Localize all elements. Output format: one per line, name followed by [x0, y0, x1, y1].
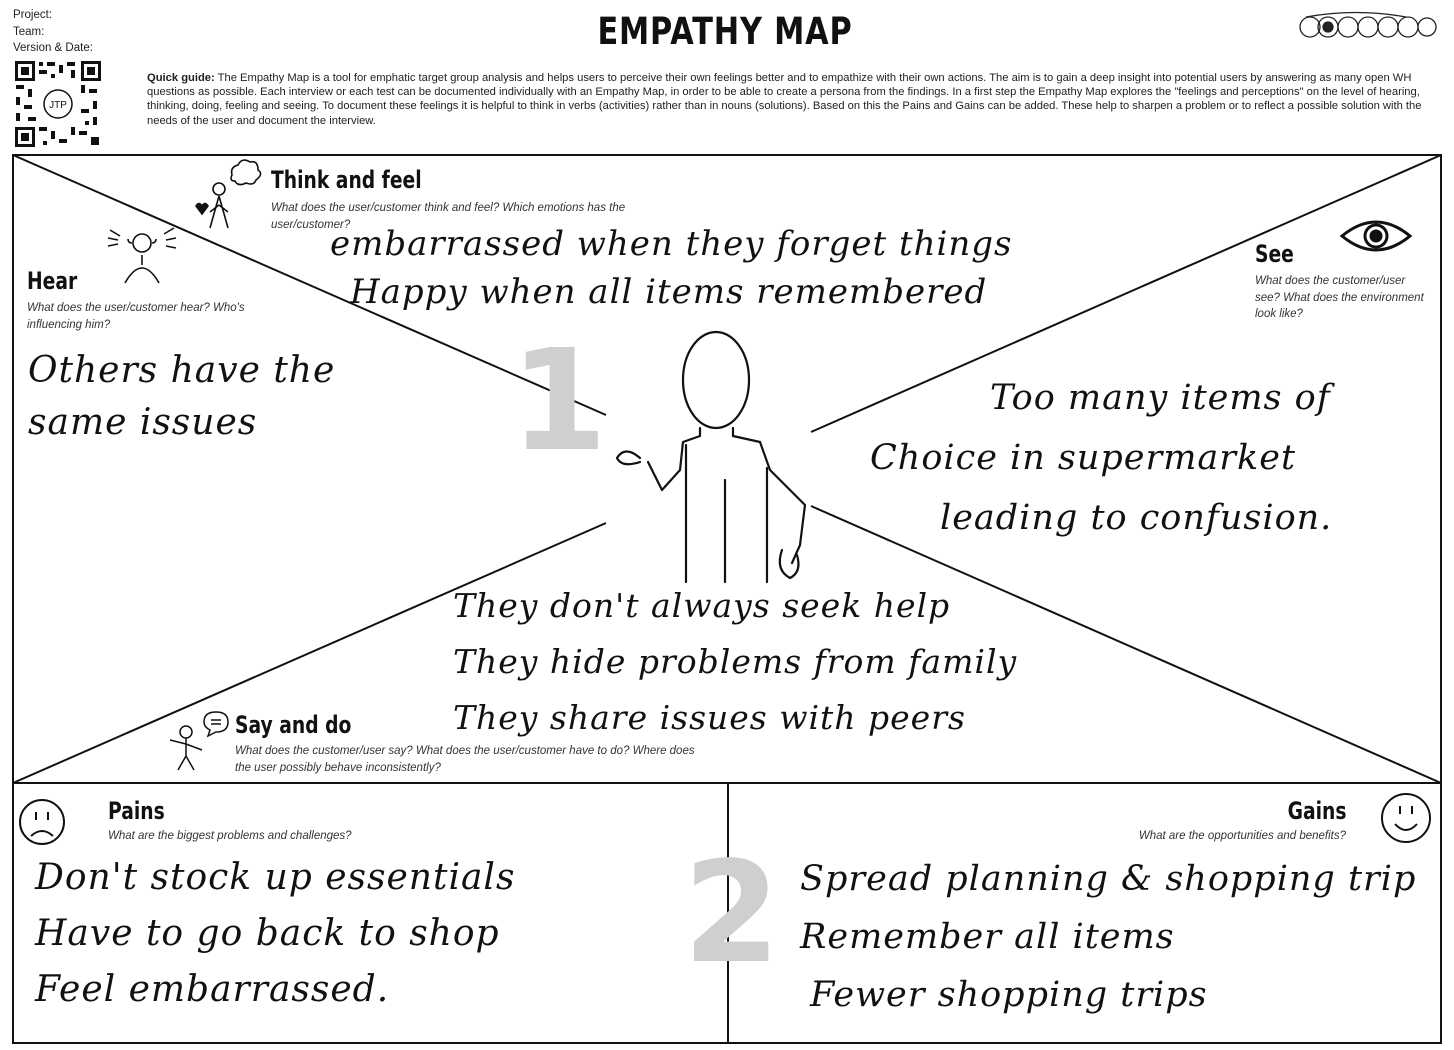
pains-note-2: Have to go back to shop — [35, 913, 500, 954]
see-notes: Too many items of Choice in supermarket … — [870, 368, 1332, 548]
thinking-person-icon — [195, 159, 262, 229]
say-do-note-1: They don't always seek help — [453, 586, 951, 625]
pains-question: What are the biggest problems and challe… — [108, 830, 352, 842]
gains-title: Gains — [1287, 797, 1346, 825]
gains-note-3: Fewer shopping trips — [810, 975, 1208, 1015]
process-steps-icon — [1299, 11, 1437, 38]
project-meta: Project: Team: Version & Date: — [13, 7, 93, 57]
see-note-3: leading to confusion. — [940, 498, 1333, 538]
quick-guide-text: The Empathy Map is a tool for emphatic t… — [147, 72, 1422, 127]
say-do-note-2: They hide problems from family — [453, 642, 1018, 681]
project-label: Project: — [13, 9, 52, 21]
gains-note-2: Remember all items — [800, 917, 1175, 957]
see-title: See — [1255, 240, 1294, 268]
qr-logo-text: JTP — [49, 100, 67, 111]
think-feel-note-2: Happy when all items remembered — [350, 272, 988, 312]
see-question: What does the customer/user see? What do… — [1255, 275, 1424, 320]
page-title: EMPATHY MAP — [597, 10, 853, 53]
gains-notes: Spread planning & shopping trip Remember… — [800, 850, 1416, 1024]
think-feel-question: What does the user/customer think and fe… — [271, 202, 626, 231]
think-feel-title: Think and feel — [271, 166, 422, 194]
hear-title: Hear — [27, 267, 78, 295]
hear-note-1: Others have the — [28, 350, 336, 391]
hear-notes: Others have the same issues — [28, 345, 335, 449]
step-number-1: 1 — [510, 320, 608, 483]
happy-face-icon — [1381, 793, 1431, 843]
see-note-1: Too many items of — [990, 378, 1331, 418]
say-do-note-3: They share issues with peers — [453, 698, 966, 737]
person-figure — [615, 330, 807, 584]
say-do-title: Say and do — [235, 711, 352, 739]
version-date-label: Version & Date: — [13, 42, 93, 54]
see-note-2: Choice in supermarket — [870, 438, 1297, 478]
pains-note-1: Don't stock up essentials — [35, 857, 516, 898]
pains-note-3: Feel embarrassed. — [35, 969, 390, 1010]
think-feel-notes: embarrassed when they forget things Happ… — [330, 220, 1013, 316]
qr-code: JTP — [14, 60, 102, 148]
gains-question: What are the opportunities and benefits? — [1138, 830, 1346, 842]
quick-guide: Quick guide: The Empathy Map is a tool f… — [147, 71, 1427, 128]
hearing-person-icon — [107, 227, 177, 284]
team-label: Team: — [13, 25, 45, 38]
pains-title: Pains — [108, 797, 165, 825]
gains-note-1: Spread planning & shopping trip — [800, 859, 1417, 899]
hear-question: What does the user/customer hear? Who's … — [27, 302, 245, 331]
hear-note-2: same issues — [28, 402, 258, 443]
quick-guide-label: Quick guide: — [147, 72, 215, 84]
say-do-question: What does the customer/user say? What do… — [235, 745, 695, 774]
eye-icon — [1339, 220, 1413, 252]
pains-notes: Don't stock up essentials Have to go bac… — [35, 850, 515, 1018]
think-feel-note-1: embarrassed when they forget things — [330, 224, 1013, 264]
step-number-2: 2 — [683, 832, 781, 995]
say-do-notes: They don't always seek help They hide pr… — [453, 578, 1017, 746]
speaking-person-icon — [169, 711, 229, 771]
sad-face-icon — [19, 799, 65, 845]
